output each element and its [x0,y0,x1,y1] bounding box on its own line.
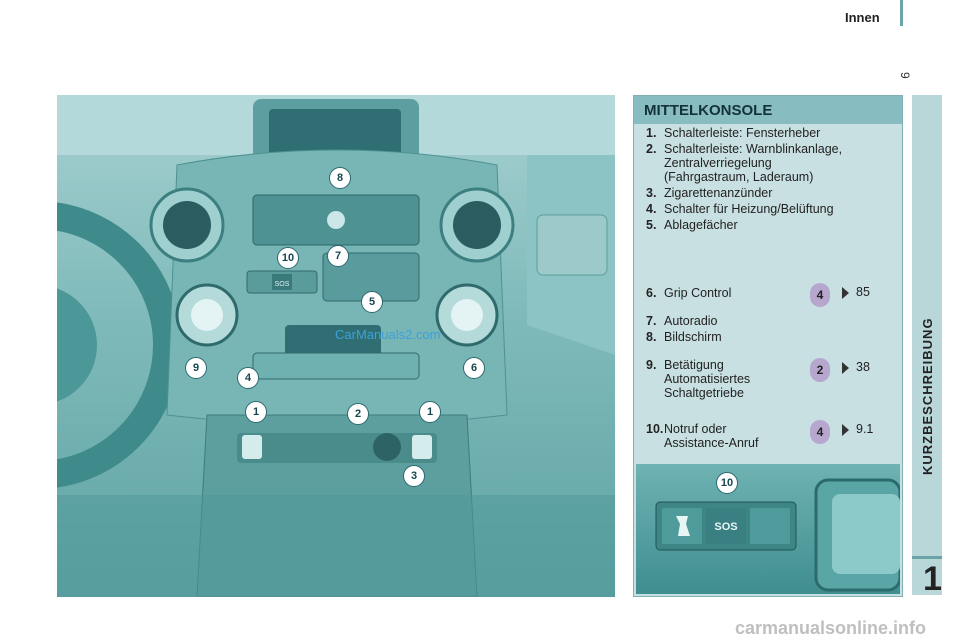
list-item: 4.Schalter für Heizung/Belüftung [646,202,834,216]
center-console-photo: SOS 8 10 7 5 9 4 6 1 2 1 3 [57,95,615,597]
callout-10: 10 [277,247,299,269]
page-number: 9 [898,72,912,79]
lion-logo-icon [676,516,690,536]
list-item: 6.Grip Control [646,286,732,300]
arrow-right-icon [842,424,849,436]
callout-5: 5 [361,291,383,313]
legend-panel: MITTELKONSOLE 1.Schalterleiste: Fensterh… [633,95,903,597]
list-item: 1.Schalterleiste: Fensterheber [646,126,821,140]
list-item: 8.Bildschirm [646,330,722,344]
arrow-right-icon [842,362,849,374]
callout-2: 2 [347,403,369,425]
chapter-sidebar [912,95,942,595]
watermark: CarManuals2.com [335,327,441,342]
page-ref: 38 [856,360,870,374]
chapter-ref-badge: 2 [810,358,830,382]
arrow-right-icon [842,287,849,299]
callout-3: 3 [403,465,425,487]
sos-button-label: SOS [275,281,290,288]
header-divider [900,0,903,26]
chapter-ref-badge: 4 [810,283,830,307]
callout-9: 9 [185,357,207,379]
section-title: Innen [845,10,880,25]
list-item: 3.Zigarettenanzünder [646,186,773,200]
chapter-underline [912,556,942,559]
callout-1-right: 1 [419,401,441,423]
inset-callout-10: 10 [716,472,738,494]
chapter-ref-badge: 4 [810,420,830,444]
page-ref: 85 [856,285,870,299]
callout-6: 6 [463,357,485,379]
inset-photo-buttons: SOS 10 [636,464,900,594]
panel-title: MITTELKONSOLE [634,96,902,124]
footer-watermark: carmanualsonline.info [735,618,927,638]
list-item: 7.Autoradio [646,314,718,328]
chapter-label: KURZBESCHREIBUNG [920,317,935,475]
callout-7: 7 [327,245,349,267]
callout-4: 4 [237,367,259,389]
chapter-number: 1 [923,560,942,598]
list-item: 2.Schalterleiste: Warnblinkanlage,Zentra… [646,142,843,184]
inset-sos-label: SOS [714,521,737,533]
inset-illustration: SOS [655,478,900,592]
callout-8: 8 [329,167,351,189]
console-illustration: SOS [57,95,615,597]
callout-1-left: 1 [245,401,267,423]
page-ref: 9.1 [856,422,874,436]
list-item: 5.Ablagefächer [646,218,738,232]
